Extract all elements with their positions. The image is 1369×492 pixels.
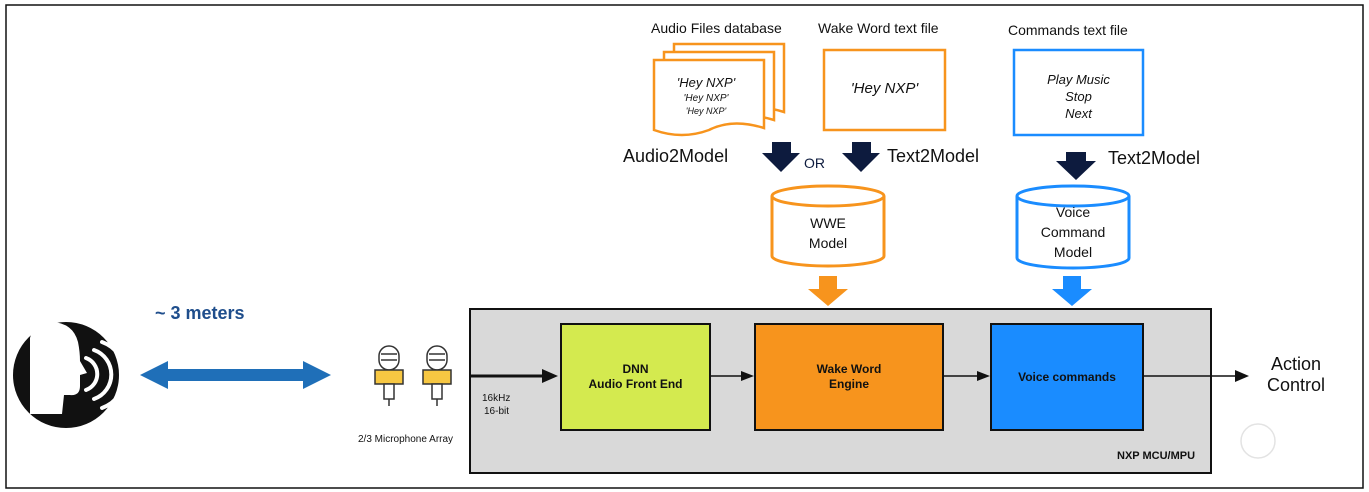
commands-file-shape xyxy=(1012,48,1145,137)
audio2model-label: Audio2Model xyxy=(623,146,729,166)
signal-rate-label: 16kHz xyxy=(482,393,511,404)
audio-files-document-stack xyxy=(652,42,786,137)
microphone-array-label: 2/3 Microphone Array xyxy=(358,434,454,445)
commands-line-1: Play Music xyxy=(1047,72,1110,87)
voice-model-label-3: Model xyxy=(1053,244,1093,260)
wwe-model-label-2: Model xyxy=(808,235,848,251)
wwe-model-label-1: WWE xyxy=(810,215,846,231)
converter-arrows xyxy=(762,142,1096,180)
distance-double-arrow xyxy=(140,361,331,389)
action-control-label-2: Control xyxy=(1266,375,1326,395)
voice-command-model-cylinder xyxy=(1015,184,1131,270)
distance-label: ~ 3 meters xyxy=(155,303,245,323)
action-control-label-1: Action xyxy=(1270,354,1322,374)
decorative-circle xyxy=(1240,423,1276,459)
wake-word-file-shape xyxy=(822,48,947,132)
microphone-icon-1 xyxy=(374,345,404,406)
wake-word-file-text: 'Hey NXP' xyxy=(850,80,919,97)
voice-model-label-2: Command xyxy=(1040,224,1106,240)
commands-file-title: Commands text file xyxy=(1008,22,1128,38)
wake-word-file-title: Wake Word text file xyxy=(818,20,939,36)
audio2model-arrow xyxy=(762,142,800,172)
dnn-audio-front-end-block: DNN Audio Front End xyxy=(560,323,711,431)
text2model-left-label: Text2Model xyxy=(887,146,980,166)
commands-line-3: Next xyxy=(1065,106,1092,121)
voice-model-label-1: Voice xyxy=(1055,204,1091,220)
speaking-head-icon xyxy=(13,321,128,428)
audio-db-line-3: 'Hey NXP' xyxy=(685,106,727,116)
text2model-right-arrow xyxy=(1056,152,1096,180)
audio-db-title: Audio Files database xyxy=(651,20,782,36)
voice-commands-block: Voice commands xyxy=(990,323,1144,431)
audio-db-line-1: 'Hey NXP' xyxy=(676,75,736,90)
wake-word-engine-block: Wake Word Engine xyxy=(754,323,944,431)
outer-border xyxy=(5,4,1364,489)
model-to-voice-commands-arrow xyxy=(1052,276,1092,306)
chip-label: NXP MCU/MPU xyxy=(1117,450,1196,462)
wake-word-engine-label: Wake Word Engine xyxy=(816,362,882,391)
microphone-icon-2 xyxy=(422,345,452,406)
wwe-model-cylinder xyxy=(770,184,886,268)
or-label: OR xyxy=(804,155,825,171)
wwe-to-engine-arrow xyxy=(808,276,848,306)
signal-depth-label: 16-bit xyxy=(484,406,510,417)
dnn-audio-front-end-label: DNN Audio Front End xyxy=(588,362,683,391)
text2model-right-label: Text2Model xyxy=(1108,148,1201,168)
text2model-left-arrow xyxy=(842,142,880,172)
commands-line-2: Stop xyxy=(1065,89,1092,104)
audio-db-line-2: 'Hey NXP' xyxy=(683,93,729,104)
voice-commands-label: Voice commands xyxy=(1018,369,1116,384)
signal-flow-arrows xyxy=(470,369,1249,383)
